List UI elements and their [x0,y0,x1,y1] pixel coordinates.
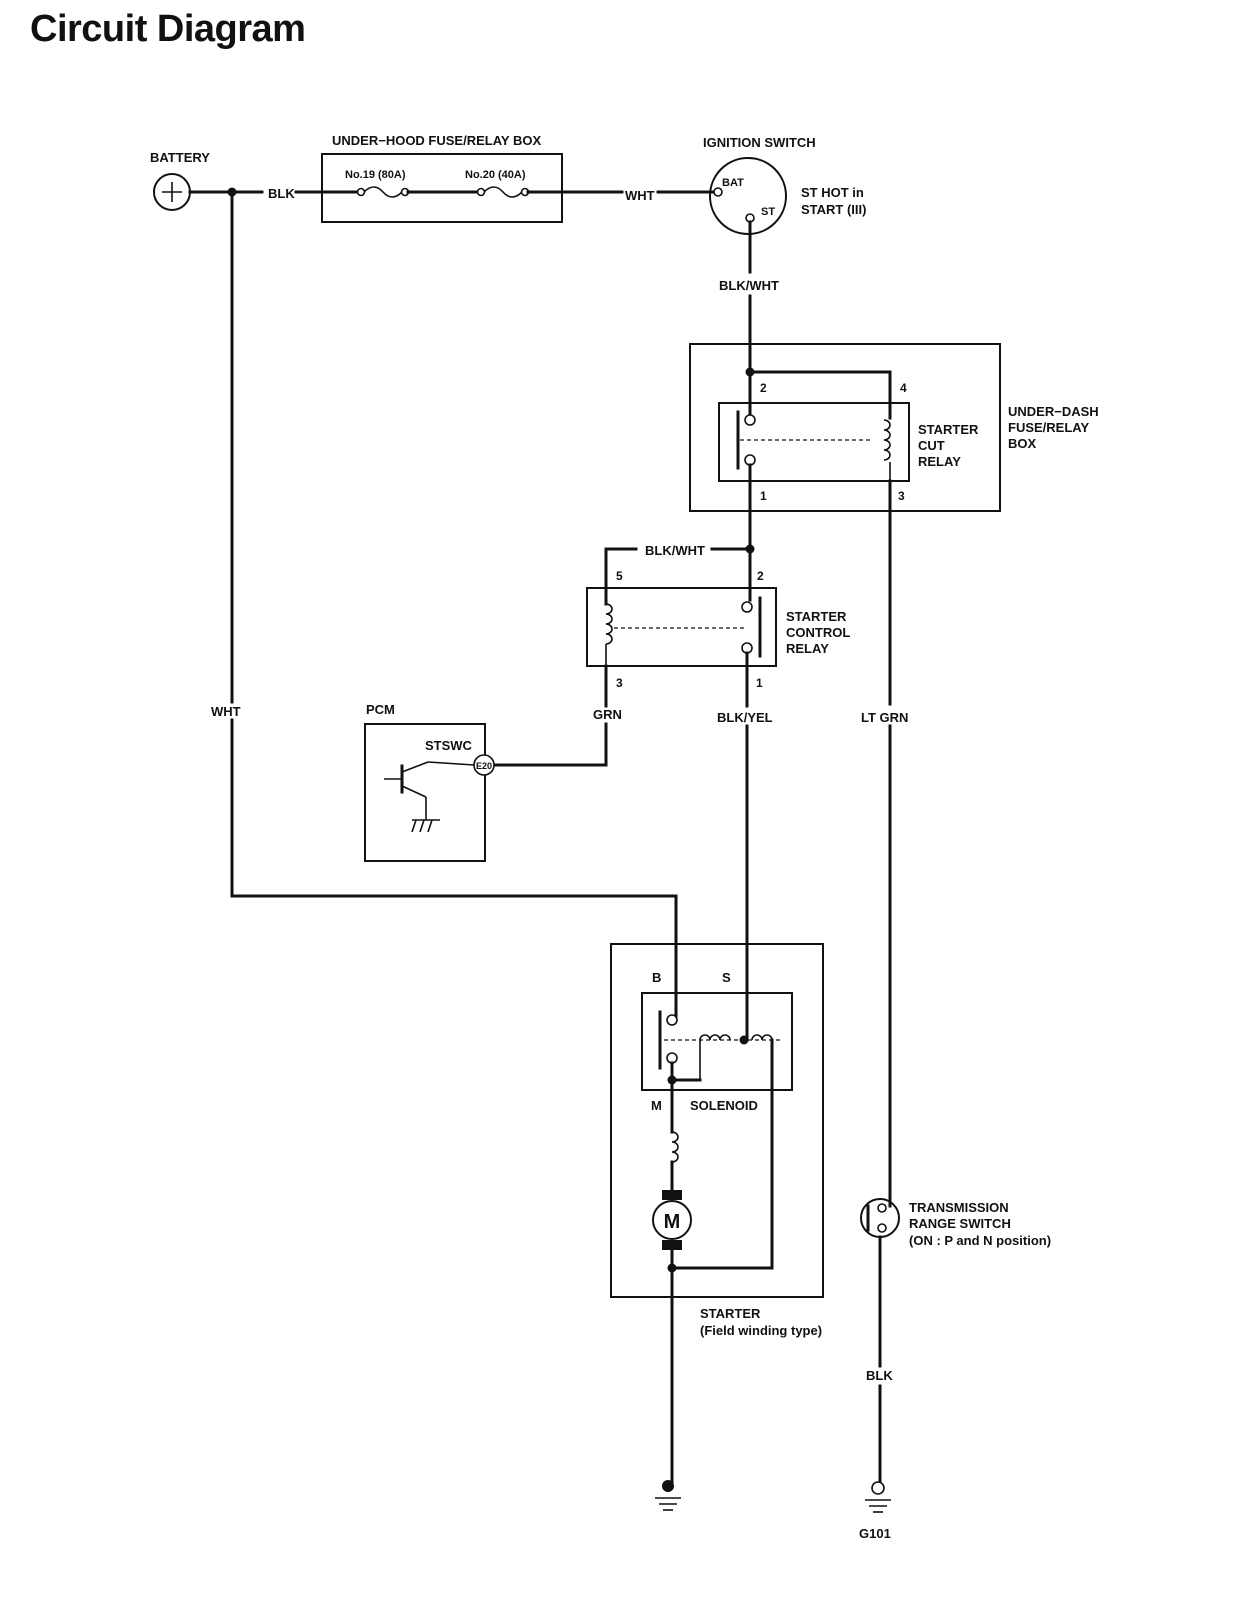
underhood-label: UNDER−HOOD FUSE/RELAY BOX [332,133,541,148]
starter: B S M SOLENOID M STARTER (Field winding … [610,943,824,1338]
battery-label: BATTERY [150,150,210,165]
starter-control-relay: 5 2 STARTER CONTROL RELAY 3 1 [586,569,850,690]
pcm: PCM STSWC E20 [364,702,495,862]
starter-m-label: M [651,1098,662,1113]
underdash-label-line2: FUSE/RELAY [1008,420,1089,435]
starter-label-line2: (Field winding type) [700,1323,822,1338]
cut-relay-pin-4: 4 [900,381,907,395]
wire-label-wht-battery: WHT [211,704,241,719]
pcm-stswc-label: STSWC [425,738,473,753]
underdash-label-line1: UNDER−DASH [1008,404,1099,419]
cut-relay-pin-2: 2 [760,381,767,395]
ignition-switch: IGNITION SWITCH BAT ST ST HOT in START (… [703,135,866,235]
cut-relay-pin-3: 3 [898,489,905,503]
wire-blk-ground: BLK G101 [859,1235,893,1541]
wire-blk-battery: BLK [188,186,324,201]
pcm-label: PCM [366,702,395,717]
ign-st-label: ST [761,206,775,218]
page-title: Circuit Diagram [30,8,306,50]
battery: BATTERY [150,150,210,211]
underhood-fuse-box: UNDER−HOOD FUSE/RELAY BOX No.19 (80A) No… [320,133,564,223]
control-relay-pin-3: 3 [616,676,623,690]
control-relay-pin-5: 5 [616,569,623,583]
wire-label-blk: BLK [268,186,295,201]
fuse-20-label: No.20 (40A) [465,169,526,181]
cut-relay-label-line3: RELAY [918,454,961,469]
trs-label-line1: TRANSMISSION [909,1200,1009,1215]
wire-label-blk-wht-ign: BLK/WHT [719,278,779,293]
pcm-terminal-e20: E20 [476,761,492,771]
underdash-label-line3: BOX [1008,436,1037,451]
wire-blk-yel: BLK/YEL [717,651,773,1042]
transmission-range-switch: TRANSMISSION RANGE SWITCH (ON : P and N … [860,1198,1051,1248]
wire-cut-to-control: BLK/WHT [604,463,755,606]
control-relay-label-line2: CONTROL [786,625,850,640]
wire-label-lt-grn: LT GRN [861,710,908,725]
starter-s-label: S [722,970,731,985]
starter-label-line1: STARTER [700,1306,761,1321]
ground-g101-label: G101 [859,1526,891,1541]
wire-label-blk-ground: BLK [866,1368,893,1383]
control-relay-label-line1: STARTER [786,609,847,624]
wire-label-wht: WHT [625,188,655,203]
wire-grn: GRN [494,664,622,767]
control-relay-label-line3: RELAY [786,641,829,656]
solenoid-label: SOLENOID [690,1098,758,1113]
control-relay-pin-1: 1 [756,676,763,690]
wire-wht-battery: WHT [211,190,678,1018]
control-relay-pin-2: 2 [757,569,764,583]
wire-label-blk-yel: BLK/YEL [717,710,773,725]
underdash-fuse-box: UNDER−DASH FUSE/RELAY BOX [689,343,1099,512]
cut-relay-pin-1: 1 [760,489,767,503]
starter-b-label: B [652,970,661,985]
wire-lt-grn: LT GRN [861,479,908,1208]
ign-bat-label: BAT [722,177,744,189]
ign-note-line1: ST HOT in [801,185,864,200]
starter-ground [655,1266,681,1511]
fuse-19-label: No.19 (80A) [345,169,406,181]
motor-label: M [664,1211,681,1233]
wire-label-blk-wht-relay: BLK/WHT [645,543,705,558]
cut-relay-label-line1: STARTER [918,422,979,437]
wire-label-grn: GRN [593,707,622,722]
wire-wht-ignition: WHT [560,188,720,203]
ign-note-line2: START (III) [801,202,866,217]
ignition-switch-label: IGNITION SWITCH [703,135,816,150]
trs-label-line3: (ON : P and N position) [909,1233,1051,1248]
wire-blk-wht-ign: BLK/WHT [719,220,779,374]
trs-label-line2: RANGE SWITCH [909,1216,1011,1231]
cut-relay-label-line2: CUT [918,438,945,453]
starter-cut-relay: 2 4 STARTER CUT RELAY 1 3 [718,367,979,503]
